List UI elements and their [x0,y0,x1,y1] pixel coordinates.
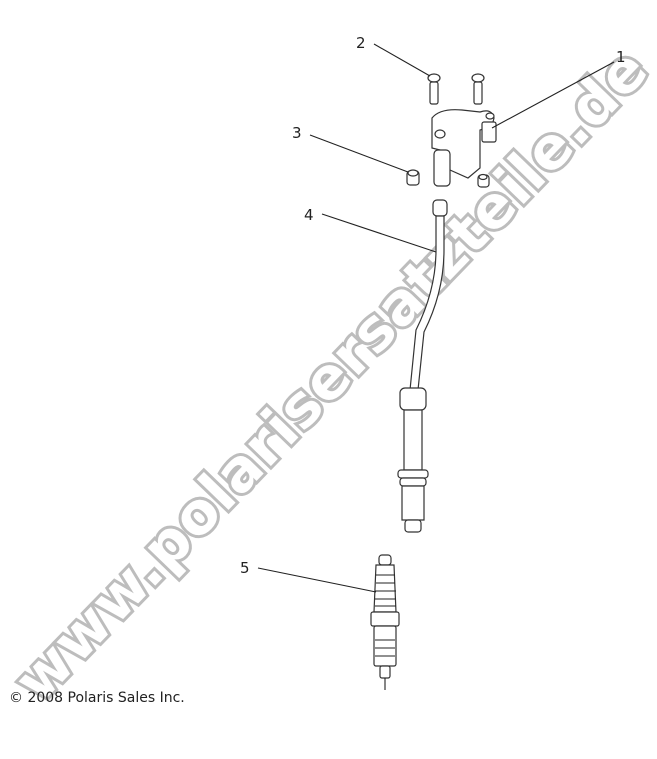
callout-number: 5 [240,559,250,577]
callout-1: 1 [491,48,626,129]
callout-number: 1 [616,48,626,66]
callout-2: 2 [356,34,431,77]
callout-number: 4 [304,206,314,224]
spark-plug-wire [397,199,448,533]
watermark: www.polarisersatzteile.de [1,35,657,715]
callout-5: 5 [240,559,377,593]
nut [477,173,490,188]
copyright-notice: © 2008 Polaris Sales Inc. [9,690,185,706]
nut [406,169,420,186]
spark-plug [370,554,400,690]
ignition-coil [431,109,497,187]
callout-number: 3 [292,124,302,142]
coil-bolt [427,73,441,105]
coil-bolt [471,73,485,105]
callout-3: 3 [292,124,409,173]
callout-number: 2 [356,34,366,52]
callout-4: 4 [304,206,437,253]
